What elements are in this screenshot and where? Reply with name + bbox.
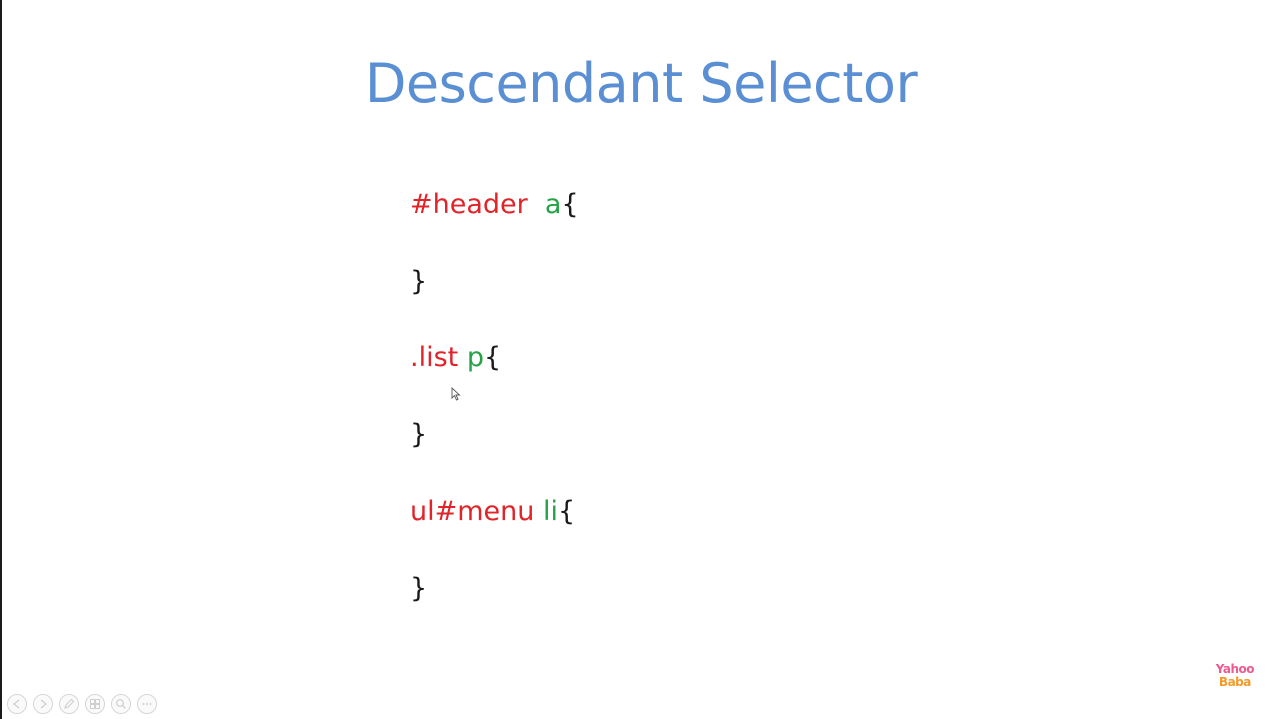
previous-icon [12,699,20,709]
next-slide-button[interactable] [33,694,53,714]
selector-text: .list [410,342,459,373]
zoom-icon [116,699,126,709]
open-brace: { [557,496,576,527]
slides-icon [90,699,100,709]
open-brace: { [483,342,502,373]
code-line-list-p: .list p{ [410,342,501,374]
element-text: p [458,342,484,373]
code-line-close-2: } [410,419,427,451]
slideshow-controls [7,694,157,714]
previous-slide-button[interactable] [7,694,27,714]
zoom-button[interactable] [111,694,131,714]
open-brace: { [561,189,579,220]
code-line-close-1: } [410,266,427,298]
next-icon [40,699,48,709]
selector-text: ul#menu [410,496,535,527]
see-all-slides-button[interactable] [85,694,105,714]
more-icon [142,703,152,705]
more-options-button[interactable] [137,694,157,714]
code-line-menu-li: ul#menu li{ [410,496,575,528]
logo-line-1: Yahoo [1215,662,1255,676]
close-brace: } [410,266,428,297]
pen-tool-button[interactable] [59,694,79,714]
pen-icon [64,698,75,709]
mouse-cursor-icon [451,387,461,401]
slide-title: Descendant Selector [364,52,918,115]
close-brace: } [410,419,428,450]
close-brace: } [410,573,428,604]
element-text: li [534,496,558,527]
element-text: a [536,189,562,220]
yahoo-baba-logo: Yahoo Baba [1215,662,1255,689]
logo-line-2: Baba [1218,675,1251,689]
code-line-close-3: } [410,573,427,605]
selector-text: #header [410,189,537,220]
code-line-header-a: #header a{ [410,189,579,221]
